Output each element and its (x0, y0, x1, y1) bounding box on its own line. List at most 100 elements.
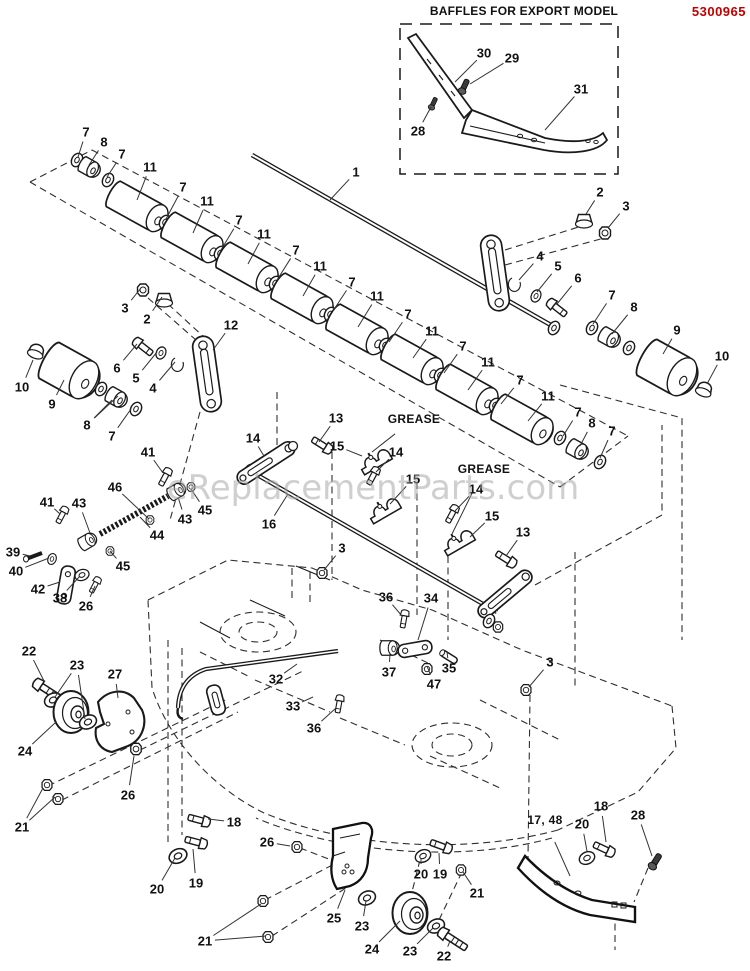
callout-11: 11 (370, 288, 384, 304)
callout-26: 26 (120, 787, 136, 803)
adjustment-linkage (23, 480, 196, 605)
callout-18: 18 (226, 814, 242, 830)
center-gauge-wheel-group (257, 821, 471, 955)
callout-25: 25 (326, 910, 342, 926)
callout-4: 4 (536, 248, 544, 264)
callout-11: 11 (481, 354, 495, 370)
callout-11: 11 (257, 226, 271, 242)
left-roller-assembly (25, 283, 224, 419)
callout-17-48: 17, 48 (527, 813, 563, 827)
callout-7: 7 (516, 372, 524, 388)
callout-19: 19 (188, 875, 204, 891)
callout-14: 14 (468, 481, 484, 497)
callout-29: 29 (504, 50, 520, 66)
callout-7: 7 (608, 287, 616, 303)
callout-15: 15 (329, 438, 345, 454)
callout-33: 33 (285, 698, 301, 714)
callout-16: 16 (261, 516, 277, 532)
callout-23: 23 (354, 918, 370, 934)
callout-32: 32 (268, 671, 284, 687)
callout-45: 45 (115, 558, 131, 574)
callout-5: 5 (554, 258, 562, 274)
callout-47: 47 (426, 676, 442, 692)
callout-35: 35 (441, 660, 457, 676)
callout-4: 4 (149, 380, 157, 396)
callout-19: 19 (432, 866, 448, 882)
callout-3: 3 (121, 300, 129, 316)
callout-7: 7 (608, 423, 616, 439)
callout-41: 41 (140, 444, 156, 460)
callout-24: 24 (17, 743, 33, 759)
callout-20: 20 (149, 881, 165, 897)
callout-15: 15 (484, 508, 500, 524)
callout-1: 1 (352, 164, 360, 180)
callout-39: 39 (5, 544, 21, 560)
callout-7: 7 (459, 338, 467, 354)
callout-11: 11 (541, 388, 555, 404)
callout-22: 22 (21, 643, 37, 659)
callout-23: 23 (69, 657, 85, 673)
callout-2: 2 (596, 184, 604, 200)
callout-10: 10 (14, 379, 30, 395)
callout-15: 15 (405, 471, 421, 487)
callout-26: 26 (78, 598, 94, 614)
callout-23: 23 (402, 943, 418, 959)
callout-22: 22 (436, 948, 452, 964)
mower-deck-outline (147, 559, 677, 853)
hanger-rod-assembly (155, 433, 536, 697)
callout-2: 2 (143, 311, 151, 327)
catalog-number: 5300965 (691, 4, 746, 19)
callout-3: 3 (338, 540, 346, 556)
callout-46: 46 (107, 479, 123, 495)
callout-18: 18 (593, 798, 609, 814)
callout-21: 21 (469, 885, 485, 901)
rear-baffle (516, 838, 665, 924)
callout-11: 11 (425, 323, 439, 339)
callout-20: 20 (574, 816, 590, 832)
export-baffles-inset (399, 23, 619, 175)
callout-21: 21 (14, 819, 30, 835)
callout-34: 34 (423, 590, 439, 606)
callout-28: 28 (410, 123, 426, 139)
deck-linkage (175, 608, 460, 721)
callout-6: 6 (574, 270, 582, 286)
callout-30: 30 (476, 45, 492, 61)
callout-36: 36 (378, 589, 394, 605)
callout-11: 11 (200, 193, 214, 209)
callout-38: 38 (52, 590, 68, 606)
callout-8: 8 (630, 299, 638, 315)
callout-10: 10 (714, 348, 730, 364)
callout-7: 7 (348, 274, 356, 290)
callout-43: 43 (71, 495, 87, 511)
callout-11: 11 (313, 258, 327, 274)
callout-3: 3 (622, 198, 630, 214)
callout-8: 8 (588, 415, 596, 431)
callout-44: 44 (149, 527, 165, 543)
callout-43: 43 (177, 511, 193, 527)
callout-7: 7 (235, 212, 243, 228)
callout-21: 21 (197, 933, 213, 949)
callout-6: 6 (113, 360, 121, 376)
inset-title: BAFFLES FOR EXPORT MODEL (429, 4, 619, 18)
callout-13: 13 (515, 524, 531, 540)
callout-8: 8 (100, 134, 108, 150)
left-gauge-wheel-group (29, 675, 213, 867)
watermark: eReplacementParts.com (166, 468, 580, 508)
callout-36: 36 (306, 720, 322, 736)
callout-9: 9 (48, 396, 56, 412)
callout-13: 13 (328, 410, 344, 426)
callout-7: 7 (574, 404, 582, 420)
callout-7: 7 (292, 242, 300, 258)
callout-7: 7 (179, 179, 187, 195)
callout-41: 41 (39, 494, 55, 510)
callout-11: 11 (143, 159, 157, 175)
callout-3: 3 (546, 654, 554, 670)
callout-24: 24 (364, 941, 380, 957)
callout-28: 28 (630, 807, 646, 823)
callout-20: 20 (413, 866, 429, 882)
callout-5: 5 (132, 370, 140, 386)
callout-7: 7 (82, 124, 90, 140)
